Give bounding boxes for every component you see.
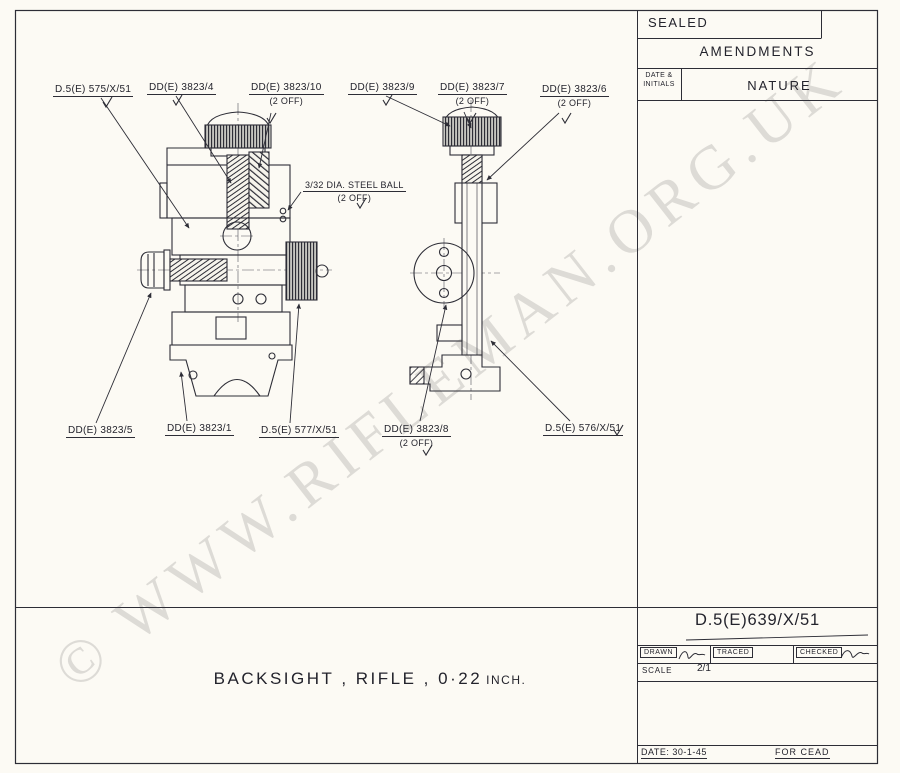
part-label-575: D.5(E) 575/X/51: [53, 84, 134, 97]
disc-hole-top: [438, 246, 450, 258]
body-step: [166, 147, 205, 165]
drawing-title-main: BACKSIGHT , RIFLE , 0·22: [213, 669, 483, 688]
date-value: DATE: 30-1-45: [641, 747, 707, 759]
knob-dome: [205, 111, 271, 132]
drawing-title-unit: INCH.: [486, 673, 527, 687]
thumbscrew-head: [140, 251, 165, 289]
part-label-3823-8: DD(E) 3823/8(2 OFF): [382, 424, 451, 448]
knob-flange: [449, 145, 495, 156]
inspection-ticks: [102, 94, 624, 457]
knurled-nut: [285, 241, 318, 301]
panel-grid-lines: [15, 10, 878, 764]
front-view: [140, 111, 329, 397]
body-hole: [222, 221, 252, 251]
part-label-3823-6: DD(E) 3823/6(2 OFF): [540, 84, 609, 108]
amendments-header: AMENDMENTS: [699, 44, 816, 59]
border-frame: [14, 9, 879, 765]
body-left-step: [159, 182, 168, 219]
part-label-3823-9: DD(E) 3823/9: [348, 82, 417, 95]
spring: [248, 151, 270, 209]
part-label-3823-1: DD(E) 3823/1: [165, 423, 234, 436]
part-label-3823-7: DD(E) 3823/7(2 OFF): [438, 82, 507, 106]
checked-signature: [840, 650, 870, 659]
mount-plate-slot: [215, 316, 247, 340]
part-label-576: D.5(E) 576/X/51: [543, 423, 624, 436]
drawn-label: DRAWN: [640, 647, 678, 658]
traced-label: TRACED: [713, 647, 754, 658]
thumbscrew-shank: [169, 258, 228, 282]
side-view: [409, 106, 502, 392]
base-foot: [409, 354, 501, 392]
signatures: [678, 650, 870, 660]
steel-ball-2: [279, 215, 287, 223]
part-label-3823-4: DD(E) 3823/4: [147, 82, 216, 95]
part-label-577: D.5(E) 577/X/51: [259, 425, 340, 438]
checked-label: CHECKED: [796, 647, 843, 658]
stem-tab: [436, 324, 463, 342]
leader-lines: [95, 95, 571, 424]
drawn-signature: [678, 651, 706, 660]
stem-thread: [461, 154, 483, 184]
knurled-knob: [442, 116, 502, 147]
scale-value: 2/1: [697, 663, 711, 674]
drawing-number-underline: [685, 634, 869, 641]
knurled-knob: [204, 124, 272, 149]
issue-note: FOR CEAD: [775, 747, 830, 759]
part-label-steel-ball: 3/32 DIA. STEEL BALL(2 OFF): [303, 180, 406, 203]
sealed-label: SEALED: [648, 15, 709, 30]
base-foot-section: [409, 366, 425, 385]
disc-hole-bottom: [438, 287, 450, 299]
drawing-number: D.5(E)639/X/51: [695, 611, 820, 629]
scale-label: SCALE: [642, 666, 673, 675]
base-foot-hole: [460, 368, 472, 380]
amendments-col-date-initials: DATE & INITIALS: [643, 72, 675, 88]
nut-tip: [315, 264, 329, 278]
disc-centre-hole: [435, 264, 453, 282]
stem: [461, 154, 483, 356]
part-label-3823-5: DD(E) 3823/5: [66, 425, 135, 438]
amendments-col-nature: NATURE: [747, 78, 812, 93]
aperture-disc: [413, 242, 475, 304]
dovetail-base: [169, 344, 293, 397]
part-label-3823-10: DD(E) 3823/10(2 OFF): [249, 82, 324, 106]
knob-dome: [443, 106, 501, 124]
steel-ball-1: [279, 207, 287, 215]
base-arc-cut: [213, 379, 261, 397]
